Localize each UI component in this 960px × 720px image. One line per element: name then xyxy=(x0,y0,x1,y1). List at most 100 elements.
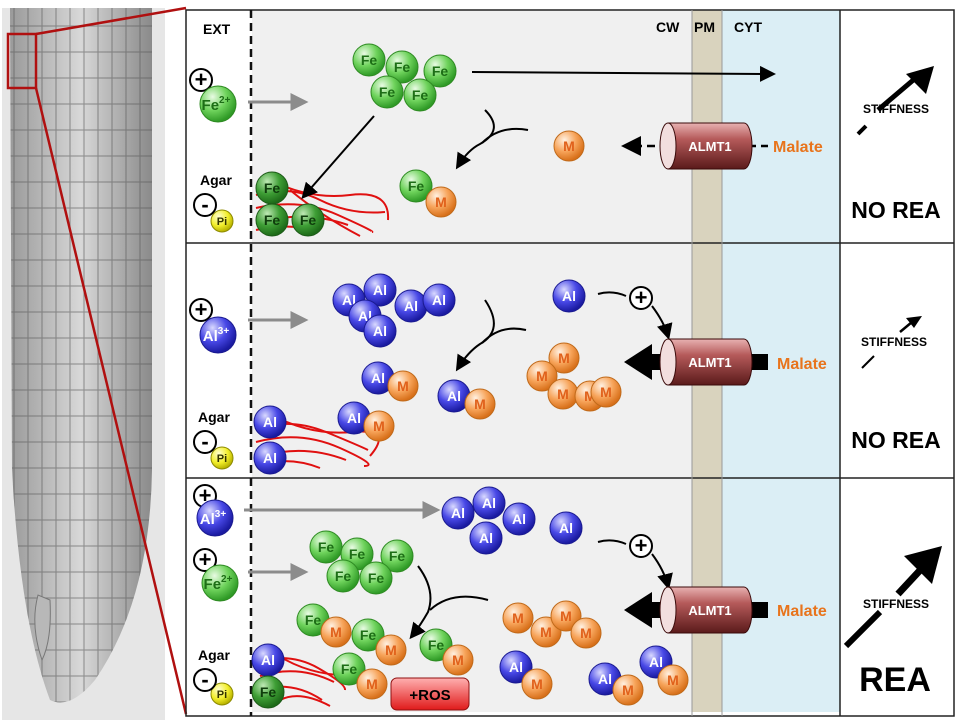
svg-text:M: M xyxy=(452,652,464,668)
minus-sign-3: - xyxy=(193,667,217,692)
svg-text:Al: Al xyxy=(261,652,275,668)
fe-bound-ion: Fe xyxy=(251,675,285,709)
m-ion: M xyxy=(425,186,457,218)
al-ion: Al xyxy=(422,283,456,317)
svg-text:Al: Al xyxy=(562,288,576,304)
svg-text:Fe: Fe xyxy=(361,52,378,68)
fe-ion: Fe xyxy=(380,539,414,573)
minus-sign-1: - xyxy=(193,192,217,217)
m-ion: M xyxy=(657,664,689,696)
fe-ion: Fe xyxy=(370,75,404,109)
fe-ion: Fe xyxy=(419,628,453,662)
svg-text:M: M xyxy=(600,384,612,400)
svg-text:Fe: Fe xyxy=(260,684,277,700)
svg-text:ALMT1: ALMT1 xyxy=(688,603,731,618)
al-ion: Al xyxy=(394,289,428,323)
svg-text:Al: Al xyxy=(559,520,573,536)
malate-ion: M xyxy=(590,376,622,408)
m-ion: M xyxy=(464,388,496,420)
svg-text:+: + xyxy=(635,285,648,310)
plus-sign-3c: + xyxy=(629,533,653,558)
al-ion: Al xyxy=(337,401,371,435)
m-ion: M xyxy=(521,668,553,700)
almt1-channel-3: ALMT1 xyxy=(659,586,753,634)
almt1-channel-2: ALMT1 xyxy=(659,338,753,386)
svg-text:M: M xyxy=(560,608,572,624)
al-ion: Al xyxy=(502,502,536,536)
al-ion: Al xyxy=(363,314,397,348)
svg-text:Al: Al xyxy=(342,292,356,308)
fe-ion: Fe xyxy=(332,652,366,686)
svg-text:Fe: Fe xyxy=(368,570,385,586)
svg-text:Al3+: Al3+ xyxy=(200,509,227,528)
svg-text:Fe: Fe xyxy=(349,546,366,562)
svg-text:Fe: Fe xyxy=(428,637,445,653)
almt1-channel-1: ALMT1 xyxy=(659,122,753,170)
fe-ion: Fe xyxy=(351,618,385,652)
m-ion: M xyxy=(363,410,395,442)
cw-label: CW xyxy=(656,19,680,35)
svg-text:Fe: Fe xyxy=(300,212,317,228)
svg-text:Al: Al xyxy=(598,671,612,687)
svg-text:Fe: Fe xyxy=(432,63,449,79)
svg-text:M: M xyxy=(622,682,634,698)
fe-ion: Fe xyxy=(359,561,393,595)
svg-text:Fe: Fe xyxy=(389,548,406,564)
stiffness-label-3: STIFFNESS xyxy=(863,597,929,611)
plus-sign-1: + xyxy=(189,67,213,92)
pm-label: PM xyxy=(694,19,715,35)
fe-bound-ion: Fe xyxy=(291,203,325,237)
cyt-label: CYT xyxy=(734,19,762,35)
svg-text:M: M xyxy=(667,672,679,688)
svg-text:Al: Al xyxy=(263,450,277,466)
svg-text:Pi: Pi xyxy=(217,689,227,701)
malate-label-1: Malate xyxy=(773,139,823,156)
fe-ion: Fe xyxy=(352,43,386,77)
malate-ion: M xyxy=(548,342,580,374)
svg-text:Fe: Fe xyxy=(360,627,377,643)
svg-text:Fe2+: Fe2+ xyxy=(202,95,231,114)
fe-bound-ion: Fe xyxy=(255,171,289,205)
m-ion: M xyxy=(387,370,419,402)
efflux-arrow-3 xyxy=(624,592,668,628)
svg-text:M: M xyxy=(584,388,596,404)
svg-text:Fe: Fe xyxy=(305,612,322,628)
svg-text:M: M xyxy=(474,396,486,412)
svg-text:+: + xyxy=(195,67,208,92)
al-ion: Al xyxy=(552,279,586,313)
arrows xyxy=(244,65,776,640)
m-ion: M xyxy=(375,634,407,666)
al-ion: Al xyxy=(363,273,397,307)
svg-text:M: M xyxy=(397,378,409,394)
svg-text:Al: Al xyxy=(447,388,461,404)
svg-text:-: - xyxy=(201,429,208,454)
svg-text:M: M xyxy=(558,350,570,366)
fe-bound-ion: Fe xyxy=(255,203,289,237)
svg-text:ALMT1: ALMT1 xyxy=(688,355,731,370)
al-ion: Al xyxy=(469,521,503,555)
svg-text:Al: Al xyxy=(451,505,465,521)
svg-text:M: M xyxy=(540,624,552,640)
svg-text:Al: Al xyxy=(512,511,526,527)
malate-ion: M xyxy=(553,130,585,162)
svg-text:Fe: Fe xyxy=(412,87,429,103)
zoom-frame xyxy=(6,32,38,90)
svg-text:Al: Al xyxy=(371,370,385,386)
fe2plus-ion-3: Fe2+ xyxy=(201,564,239,602)
m-ion: M xyxy=(612,674,644,706)
al-ion: Al xyxy=(361,361,395,395)
svg-text:M: M xyxy=(531,676,543,692)
svg-text:Al: Al xyxy=(373,323,387,339)
svg-text:Al: Al xyxy=(347,410,361,426)
pi-ion-2: Pi xyxy=(210,446,234,470)
agar-label-1: Agar xyxy=(200,172,232,188)
svg-text:Al: Al xyxy=(263,414,277,430)
pi-ion-3: Pi xyxy=(210,682,234,706)
plus-sign-2: + xyxy=(189,297,213,322)
al-bound-ion: Al xyxy=(251,643,285,677)
svg-text:Al: Al xyxy=(479,530,493,546)
al-bound-ion: Al xyxy=(253,441,287,475)
svg-text:M: M xyxy=(366,676,378,692)
